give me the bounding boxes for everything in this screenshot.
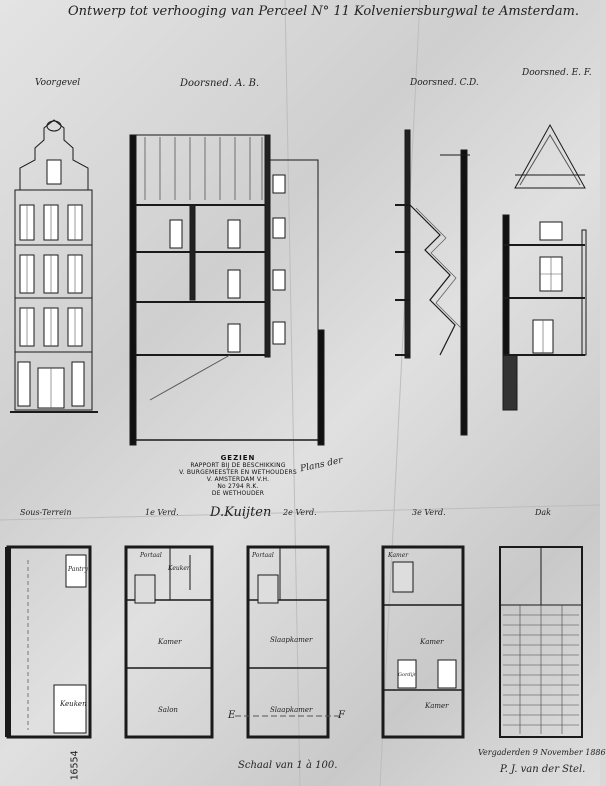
floor-plans bbox=[5, 545, 583, 739]
room-label: Pantry bbox=[68, 566, 88, 573]
room-label: Keuken bbox=[168, 565, 191, 572]
section-mark-e: E bbox=[228, 710, 236, 721]
room-label: Kamer bbox=[425, 702, 449, 710]
plan-label-first: 1e Verd. bbox=[145, 508, 179, 517]
section-cd-label: Doorsned. C.D. bbox=[410, 78, 479, 88]
room-label: Keuken bbox=[60, 700, 87, 708]
section-ef bbox=[502, 123, 587, 411]
section-cd bbox=[395, 129, 470, 436]
approval-stamp: GEZIEN RAPPORT BIJ DE BESCHIKKING V. BUR… bbox=[172, 454, 304, 498]
signature: D.Kuijten bbox=[210, 505, 272, 520]
stamp-line: V. AMSTERDAM V.H. bbox=[206, 476, 270, 483]
room-label: Slaapkamer bbox=[270, 636, 313, 644]
plan-label-ground: Sous-Terrein bbox=[20, 508, 72, 517]
stamp-line: No 2794 R.K. bbox=[217, 483, 259, 490]
archive-number: 16554 bbox=[69, 750, 81, 781]
room-label: Salon bbox=[158, 706, 178, 714]
stamp-line: DE WETHOUDER bbox=[211, 490, 265, 497]
front-elevation-label: Voorgevel bbox=[35, 78, 81, 88]
scale-note: Schaal van 1 à 100. bbox=[238, 760, 338, 771]
plan-label-third: 3e Verd. bbox=[412, 508, 446, 517]
section-mark-f: F bbox=[338, 710, 345, 721]
room-label: Kamer bbox=[388, 552, 409, 559]
plan-label-second: 2e Verd. bbox=[283, 508, 317, 517]
stamp-heading: GEZIEN bbox=[220, 454, 256, 462]
section-ab-label: Doorsned. A. B. bbox=[180, 78, 260, 89]
section-ab bbox=[129, 134, 325, 446]
front-elevation bbox=[10, 119, 98, 413]
stamp-line: V. BURGEMEESTER EN WETHOUDERS bbox=[179, 469, 297, 476]
stamp-line: RAPPORT BIJ DE BESCHIKKING bbox=[190, 462, 286, 469]
signer-name: P. J. van der Stel. bbox=[500, 764, 586, 775]
room-label: Portaal bbox=[140, 552, 162, 559]
section-ef-label: Doorsned. E. F. bbox=[522, 68, 592, 78]
sheet-title: Ontwerp tot verhooging van Perceel N° 11… bbox=[68, 4, 580, 19]
date-line: Vergaderden 9 November 1886 bbox=[478, 748, 606, 757]
plan-label-roof: Dak bbox=[535, 508, 552, 517]
room-label: Kamer bbox=[420, 638, 444, 646]
room-label: Slaapkamer bbox=[270, 706, 313, 714]
room-label: Portaal bbox=[252, 552, 274, 559]
room-label: Kamer bbox=[158, 638, 182, 646]
room-label: Gordijn bbox=[398, 672, 417, 678]
